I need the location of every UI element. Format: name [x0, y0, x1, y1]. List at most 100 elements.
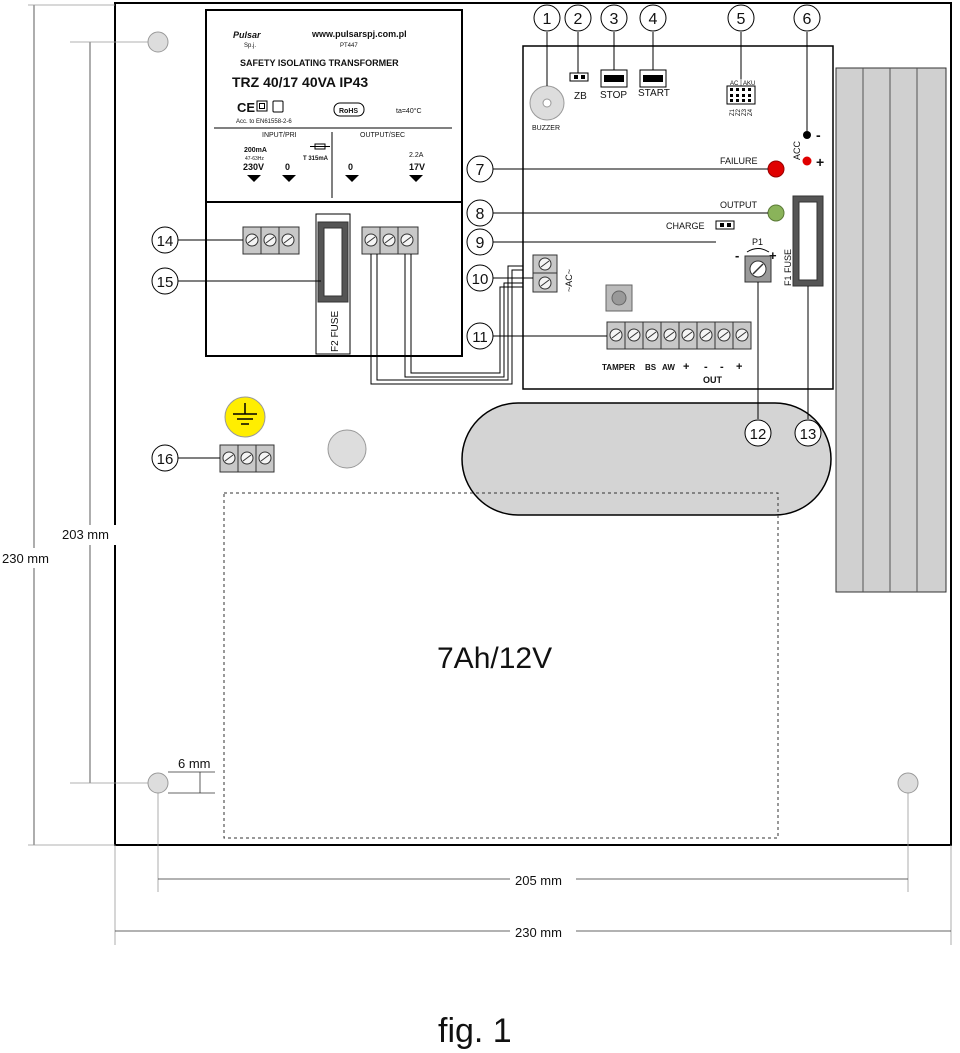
- out-label: OUT: [703, 375, 723, 385]
- buzzer: BUZZER: [529, 85, 565, 132]
- ac-label: ~AC~: [564, 269, 574, 292]
- zb-jumper[interactable]: ZB: [569, 72, 589, 102]
- start-label: START: [638, 88, 670, 99]
- acc-label: ACC: [792, 140, 802, 160]
- mount-hole-bottom-left: [147, 772, 169, 794]
- p1-label: P1: [752, 237, 763, 247]
- website: www.pulsarspj.com.pl: [311, 29, 407, 39]
- output-label: OUTPUT: [720, 200, 758, 210]
- battery-area: [223, 492, 779, 839]
- ta-label: ta=40°C: [396, 107, 422, 115]
- stop-label: STOP: [600, 90, 627, 101]
- dim-height-inner: 203 mm: [62, 527, 109, 542]
- out-minus-1: -: [704, 361, 708, 373]
- svg-text:11: 11: [472, 329, 488, 346]
- callout-14: 14: [151, 226, 179, 254]
- z2-label: Z2: [736, 108, 742, 116]
- dim-width-outer: 230 mm: [515, 925, 562, 940]
- stop-button[interactable]: STOP: [600, 69, 628, 101]
- zb-label: ZB: [574, 91, 587, 102]
- f1-fuse-label: F1 FUSE: [783, 249, 793, 286]
- acc-terminals: ACC - +: [792, 127, 824, 170]
- sec-current: 2.2A: [409, 152, 424, 159]
- p1-minus: -: [735, 248, 739, 263]
- callouts: 1 2 3 4 5 6 7 8 9 10 11 12 13 14 15 16: [151, 4, 822, 472]
- battery-label: 7Ah/12V: [437, 642, 552, 675]
- callout-3: 3: [600, 4, 628, 32]
- callout-4: 4: [639, 4, 667, 32]
- sec-voltage: 17V: [409, 162, 425, 172]
- svg-text:9: 9: [476, 235, 485, 252]
- dim-margin: 6 mm: [178, 756, 211, 771]
- charge-jumper[interactable]: [715, 220, 735, 230]
- part-number: PT447: [340, 43, 358, 49]
- callout-15: 15: [151, 267, 179, 295]
- p1-plus: +: [769, 248, 777, 263]
- svg-text:2: 2: [574, 11, 583, 28]
- callout-2: 2: [564, 4, 592, 32]
- transformer-model: TRZ 40/17 40VA IP43: [232, 74, 368, 90]
- callout-10: 10: [466, 264, 494, 292]
- primary-terminal-block: [242, 226, 300, 255]
- aw-label: AW: [662, 363, 675, 372]
- svg-text:1: 1: [543, 11, 552, 28]
- z1-label: Z1: [730, 108, 736, 116]
- charge-label: CHARGE: [666, 221, 705, 231]
- svg-text:14: 14: [157, 233, 174, 250]
- callout-12: 12: [744, 419, 772, 447]
- out-minus-2: -: [720, 361, 724, 373]
- fuse-f2: F2 FUSE: [315, 213, 351, 355]
- fuse-f1: F1 FUSE: [783, 195, 824, 287]
- pri-voltage: 230V: [243, 162, 264, 172]
- acc-plus: +: [816, 154, 824, 170]
- z4-label: Z4: [748, 108, 754, 116]
- callout-8: 8: [466, 199, 494, 227]
- fuse-rating: T 315mA: [303, 156, 329, 162]
- tamper-label: TAMPER: [602, 363, 635, 372]
- dim-height-outer: 230 mm: [2, 551, 49, 566]
- mount-hole-top-left: [147, 31, 169, 53]
- svg-text:5: 5: [737, 11, 746, 28]
- jumper-aku-label: AKU: [743, 81, 755, 87]
- callout-5: 5: [727, 4, 755, 32]
- failure-led: [767, 160, 785, 178]
- out-plus-1: +: [683, 361, 689, 373]
- bs-label: BS: [645, 363, 657, 372]
- callout-7: 7: [466, 155, 494, 183]
- f2-fuse-label: F2 FUSE: [330, 311, 341, 352]
- callout-6: 6: [793, 4, 821, 32]
- svg-text:4: 4: [649, 11, 658, 28]
- svg-text:10: 10: [472, 271, 489, 288]
- svg-text:8: 8: [476, 206, 485, 223]
- input-label: INPUT/PRI: [262, 132, 297, 139]
- ac-connector: ~AC~: [532, 254, 574, 293]
- sec-zero: 0: [348, 162, 353, 172]
- output-led: [767, 204, 785, 222]
- buzzer-label: BUZZER: [532, 125, 560, 132]
- svg-text:13: 13: [800, 426, 817, 443]
- svg-text:15: 15: [157, 274, 174, 291]
- failure-label: FAILURE: [720, 156, 758, 166]
- z-jumpers[interactable]: AC AKU Z1 Z2 Z3 Z4: [726, 79, 756, 116]
- pri-zero: 0: [285, 162, 290, 172]
- ground-symbol: [224, 396, 266, 438]
- tamper-socket: [605, 284, 633, 312]
- svg-text:7: 7: [476, 162, 485, 179]
- figure-caption: fig. 1: [438, 1012, 512, 1050]
- secondary-terminal-block: [361, 226, 419, 255]
- mount-hole-bottom-right: [897, 772, 919, 794]
- transformer-title: SAFETY ISOLATING TRANSFORMER: [240, 58, 399, 68]
- out-plus-2: +: [736, 361, 742, 373]
- svg-text:12: 12: [750, 426, 767, 443]
- svg-text:6: 6: [803, 11, 812, 28]
- ac-wire: [370, 254, 533, 385]
- callout-11: 11: [466, 322, 494, 350]
- p1-potentiometer[interactable]: P1 - +: [735, 237, 777, 283]
- ground-terminal-block: [219, 444, 275, 473]
- callout-leaders: [178, 32, 809, 459]
- cable-channel: [461, 402, 832, 516]
- z3-label: Z3: [742, 108, 748, 116]
- start-button[interactable]: START: [638, 69, 670, 99]
